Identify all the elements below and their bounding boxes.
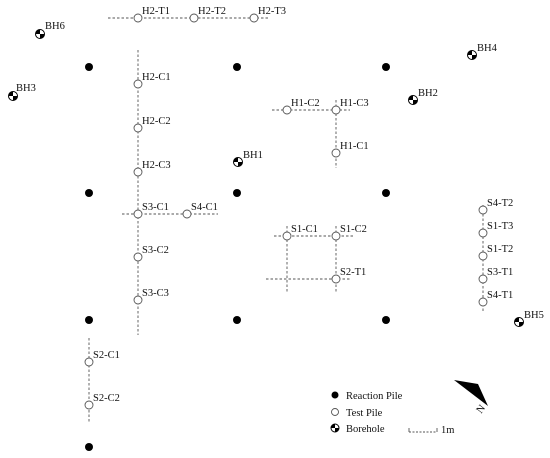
test-pile-s1-c2 [331, 231, 341, 241]
borehole-icon [467, 50, 477, 60]
label-bh1: BH1 [243, 150, 263, 161]
test-pile-s4-t1 [478, 297, 488, 307]
reaction-pile [85, 443, 93, 451]
label-s3-c2: S3-C2 [142, 245, 169, 256]
label-s3-c3: S3-C3 [142, 288, 169, 299]
reaction-pile [233, 189, 241, 197]
label-bh3: BH3 [16, 83, 36, 94]
label-s3-c1: S3-C1 [142, 202, 169, 213]
legend-test-pile-marker [331, 408, 339, 416]
label-s4-c1: S4-C1 [191, 202, 218, 213]
test-pile-s4-t2 [478, 205, 488, 215]
legend: Reaction Pile Test Pile Borehole [330, 391, 403, 435]
reaction-pile [233, 316, 241, 324]
borehole-labels: BH6 BH3 BH4 BH2 BH1 BH5 [16, 21, 544, 321]
test-pile-h2-c2 [133, 123, 143, 133]
reaction-pile [85, 63, 93, 71]
test-pile-s1-t2 [478, 251, 488, 261]
label-s4-t2: S4-T2 [487, 198, 513, 209]
reaction-pile [382, 316, 390, 324]
label-h1-c2: H1-C2 [291, 98, 320, 109]
label-bh2: BH2 [418, 88, 438, 99]
test-pile-s2-t1 [331, 274, 341, 284]
label-s2-t1: S2-T1 [340, 267, 366, 278]
test-pile-labels: H2-T1 H2-T2 H2-T3 H2-C1 H2-C2 H2-C3 H1-C… [93, 6, 513, 404]
label-h1-c1: H1-C1 [340, 141, 369, 152]
label-h2-c3: H2-C3 [142, 160, 171, 171]
label-h2-t2: H2-T2 [198, 6, 226, 17]
test-pile-h1-c2 [282, 105, 292, 115]
borehole-icon [8, 91, 18, 101]
test-pile-s2-c1 [84, 357, 94, 367]
label-h2-c1: H2-C1 [142, 72, 171, 83]
legend-reaction-pile-label: Reaction Pile [346, 391, 403, 402]
label-bh6: BH6 [45, 21, 65, 32]
legend-reaction-pile-marker [331, 391, 339, 399]
test-pile-h1-c1 [331, 148, 341, 158]
label-s4-t1: S4-T1 [487, 290, 513, 301]
test-pile-s3-t1 [478, 274, 488, 284]
scale-bar: 1m [408, 425, 454, 436]
label-h2-c2: H2-C2 [142, 116, 171, 127]
label-bh5: BH5 [524, 310, 544, 321]
label-h2-t1: H2-T1 [142, 6, 170, 17]
boreholes [8, 29, 524, 327]
test-pile-h2-t3 [249, 13, 259, 23]
legend-test-pile-label: Test Pile [346, 408, 383, 419]
borehole-icon [408, 95, 418, 105]
test-pile-s3-c1 [133, 209, 143, 219]
scale-label: 1m [441, 425, 454, 436]
test-pile-h2-c1 [133, 79, 143, 89]
borehole-icon [35, 29, 45, 39]
test-pile-s3-c3 [133, 295, 143, 305]
label-s1-t3: S1-T3 [487, 221, 513, 232]
north-label: N [475, 403, 489, 416]
test-pile-h2-c3 [133, 167, 143, 177]
test-piles [84, 13, 488, 410]
test-pile-s1-c1 [282, 231, 292, 241]
test-pile-s4-c1 [182, 209, 192, 219]
label-s1-t2: S1-T2 [487, 244, 513, 255]
test-pile-h2-t2 [189, 13, 199, 23]
borehole-icon [514, 317, 524, 327]
test-pile-h1-c3 [331, 105, 341, 115]
test-pile-h2-t1 [133, 13, 143, 23]
legend-borehole-icon [330, 423, 340, 433]
reaction-pile [85, 189, 93, 197]
label-s1-c1: S1-C1 [291, 224, 318, 235]
label-s2-c2: S2-C2 [93, 393, 120, 404]
reaction-pile [233, 63, 241, 71]
reaction-pile [382, 189, 390, 197]
label-h2-t3: H2-T3 [258, 6, 286, 17]
reaction-pile [382, 63, 390, 71]
reaction-pile [85, 316, 93, 324]
label-bh4: BH4 [477, 43, 498, 54]
legend-borehole-label: Borehole [346, 424, 385, 435]
label-h1-c3: H1-C3 [340, 98, 369, 109]
borehole-icon [233, 157, 243, 167]
label-s1-c2: S1-C2 [340, 224, 367, 235]
test-pile-s3-c2 [133, 252, 143, 262]
label-s2-c1: S2-C1 [93, 350, 120, 361]
reaction-piles [85, 63, 390, 451]
test-pile-s1-t3 [478, 228, 488, 238]
test-pile-s2-c2 [84, 400, 94, 410]
label-s3-t1: S3-T1 [487, 267, 513, 278]
north-arrow-icon: N [454, 380, 488, 416]
